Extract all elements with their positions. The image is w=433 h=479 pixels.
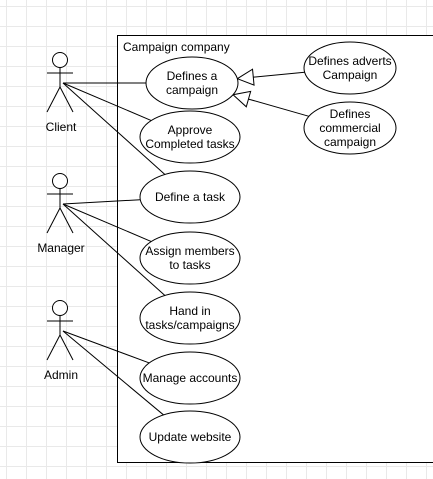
actor-manager[interactable]: Manager bbox=[37, 173, 85, 256]
use-case-label: campaign bbox=[324, 135, 376, 149]
association-manager-hand-in bbox=[62, 203, 166, 296]
actor-right-leg bbox=[59, 334, 74, 361]
generalization-arrowhead-adverts-campaign bbox=[236, 68, 255, 86]
use-case-label: Hand in bbox=[169, 304, 210, 318]
association-admin-manage-accounts bbox=[62, 330, 150, 364]
use-case-ellipse bbox=[139, 110, 241, 164]
use-case-ellipse bbox=[139, 170, 241, 224]
use-case-label: campaign bbox=[166, 83, 218, 97]
generalization-adverts-campaign bbox=[253, 71, 305, 78]
actor-right-leg bbox=[59, 86, 74, 113]
use-case-ellipse bbox=[303, 41, 397, 95]
association-manager-define-task bbox=[62, 199, 141, 205]
use-case-label: Defines a bbox=[167, 69, 218, 83]
system-title: Campaign company bbox=[123, 40, 230, 54]
use-case-label: Defines adverts bbox=[308, 54, 391, 68]
use-case-ellipse bbox=[139, 410, 241, 464]
use-case-label: Define a task bbox=[155, 190, 226, 204]
use-case-ellipse bbox=[303, 101, 397, 155]
use-case-label: tasks/campaigns bbox=[145, 318, 234, 332]
use-case-label: to tasks bbox=[169, 258, 210, 272]
generalization-arrowhead-commercial-campaign bbox=[232, 90, 252, 108]
association-manager-assign-members bbox=[62, 203, 152, 243]
use-case-label: Update website bbox=[149, 430, 232, 444]
use-case-define-task[interactable]: Define a task bbox=[139, 170, 241, 224]
actor-head bbox=[52, 52, 68, 68]
association-client-define-task bbox=[62, 82, 166, 175]
actor-right-leg bbox=[59, 207, 74, 234]
use-case-label: Campaign bbox=[323, 68, 378, 82]
actor-client[interactable]: Client bbox=[46, 52, 77, 135]
actor-left-leg bbox=[46, 334, 61, 361]
actor-admin[interactable]: Admin bbox=[44, 300, 78, 383]
association-client-approve-tasks bbox=[62, 82, 152, 122]
use-case-label: Manage accounts bbox=[143, 371, 238, 385]
use-case-label: Defines bbox=[330, 107, 371, 121]
association-admin-update-website bbox=[62, 330, 164, 416]
use-case-label: Assign members bbox=[145, 244, 234, 258]
use-case-ellipse bbox=[145, 56, 239, 110]
use-case-ellipse bbox=[139, 231, 241, 285]
use-case-label: Completed tasks bbox=[145, 137, 234, 151]
actor-label: Admin bbox=[44, 368, 78, 382]
use-case-manage-accounts[interactable]: Manage accounts bbox=[139, 351, 241, 405]
use-case-label: Approve bbox=[168, 123, 213, 137]
actor-left-leg bbox=[46, 207, 61, 234]
use-case-ellipse bbox=[139, 291, 241, 345]
actor-label: Client bbox=[46, 120, 77, 134]
generalization-commercial-campaign bbox=[248, 98, 310, 117]
use-case-ellipse bbox=[139, 351, 241, 405]
actor-left-leg bbox=[46, 86, 61, 113]
use-case-update-website[interactable]: Update website bbox=[139, 410, 241, 464]
use-case-label: commercial bbox=[319, 121, 380, 135]
actor-label: Manager bbox=[37, 241, 84, 255]
actor-head bbox=[52, 300, 68, 316]
actor-head bbox=[52, 173, 68, 189]
